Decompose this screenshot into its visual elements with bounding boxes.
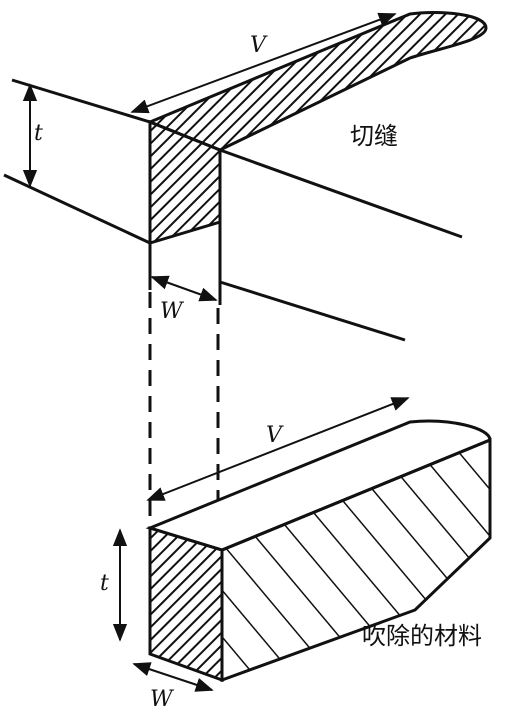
sheet-top-edge-right <box>219 148 463 239</box>
width-label-bottom: W <box>150 687 175 710</box>
thickness-label-bottom: t <box>100 571 109 596</box>
removed-material-label: 吹除的材料 <box>362 622 482 650</box>
block-front-face <box>148 525 224 683</box>
speed-label-bottom: V <box>266 423 284 448</box>
speed-dimension-arrow-top <box>130 12 397 114</box>
sheet-top-edge-left <box>11 78 151 124</box>
speed-label-top: V <box>250 33 268 58</box>
workpiece-with-kerf: V t W 切缝 <box>3 11 488 342</box>
sheet-bottom-edge-left <box>3 173 151 245</box>
speed-dimension-arrow-bottom <box>146 397 410 501</box>
kerf-top-strip <box>146 11 488 152</box>
removed-material-block: V t W 吹除的材料 <box>100 397 492 712</box>
sheet-bottom-edge-right <box>219 280 406 342</box>
width-dimension-arrow-bottom <box>132 662 214 692</box>
width-label-top: W <box>160 299 185 324</box>
thickness-label-top: t <box>34 121 43 146</box>
kerf-label: 切缝 <box>350 122 398 150</box>
width-dimension-arrow-top <box>150 275 218 302</box>
